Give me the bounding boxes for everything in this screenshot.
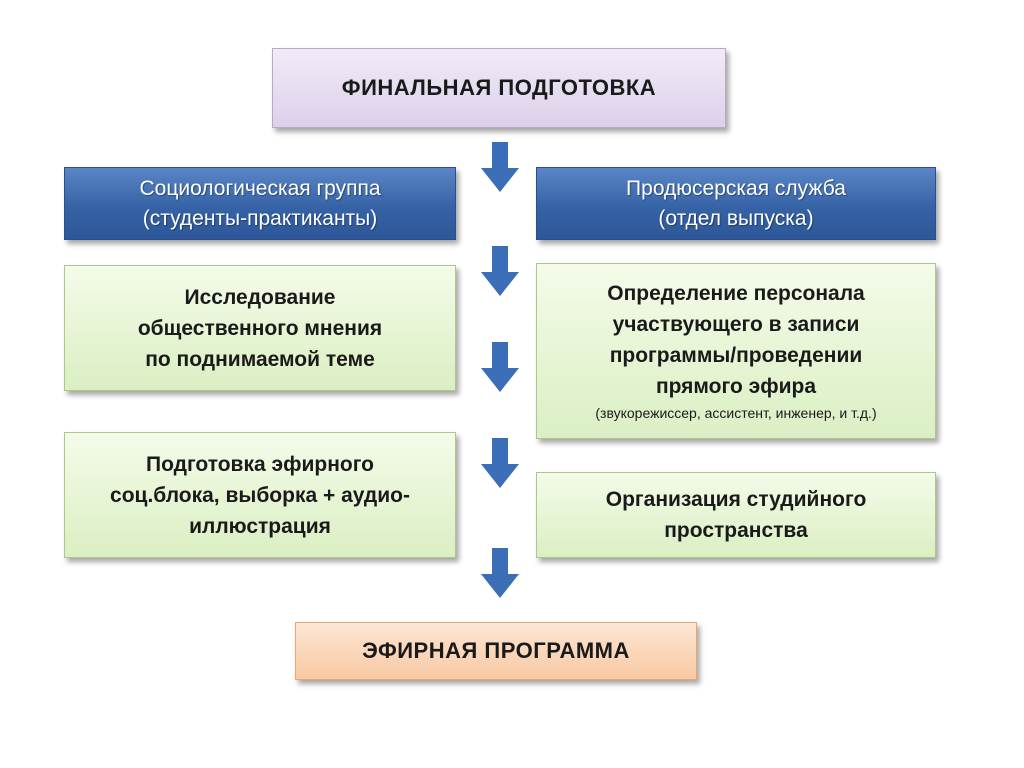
step-line: пространства: [664, 519, 808, 542]
step-line: по поднимаемой теме: [145, 347, 375, 371]
producer-service-header: Продюсерская служба (отдел выпуска): [536, 167, 936, 240]
step-line: соц.блока, выборка + аудио-: [110, 483, 410, 507]
producer-service-subtitle: (отдел выпуска): [658, 206, 814, 230]
step-line: Организация студийного: [605, 488, 867, 511]
step-line: общественного мнения: [137, 316, 383, 340]
staff-determination-box: Определение персонала участвующего в зап…: [536, 263, 936, 439]
staff-note: (звукорежиссер, ассистент, инженер, и т.…: [595, 405, 877, 421]
final-preparation-title: ФИНАЛЬНАЯ ПОДГОТОВКА: [341, 75, 657, 100]
broadcast-program-box: ЭФИРНАЯ ПРОГРАММА: [295, 622, 697, 680]
down-arrow-icon: [481, 438, 519, 488]
step-line: прямого эфира: [655, 375, 817, 398]
final-preparation-box: ФИНАЛЬНАЯ ПОДГОТОВКА: [272, 48, 726, 128]
sociological-group-title: Социологическая группа: [139, 176, 381, 200]
step-line: участвующего в записи: [612, 313, 860, 336]
step-line: иллюстрация: [189, 514, 331, 538]
sociological-group-header: Социологическая группа (студенты-практик…: [64, 167, 456, 240]
sociological-group-subtitle: (студенты-практиканты): [142, 206, 378, 230]
down-arrow-icon: [481, 342, 519, 392]
step-line: Подготовка эфирного: [145, 452, 375, 476]
step-line: Исследование: [184, 285, 336, 309]
public-opinion-research-box: Исследование общественного мнения по под…: [64, 265, 456, 391]
broadcast-program-title: ЭФИРНАЯ ПРОГРАММА: [362, 638, 630, 663]
producer-service-title: Продюсерская служба: [626, 176, 846, 200]
studio-space-organization-box: Организация студийного пространства: [536, 472, 936, 558]
step-line: Определение персонала: [607, 282, 865, 305]
down-arrow-icon: [481, 548, 519, 598]
down-arrow-icon: [481, 142, 519, 192]
broadcast-block-preparation-box: Подготовка эфирного соц.блока, выборка +…: [64, 432, 456, 558]
step-line: программы/проведении: [609, 344, 863, 367]
down-arrow-icon: [481, 246, 519, 296]
